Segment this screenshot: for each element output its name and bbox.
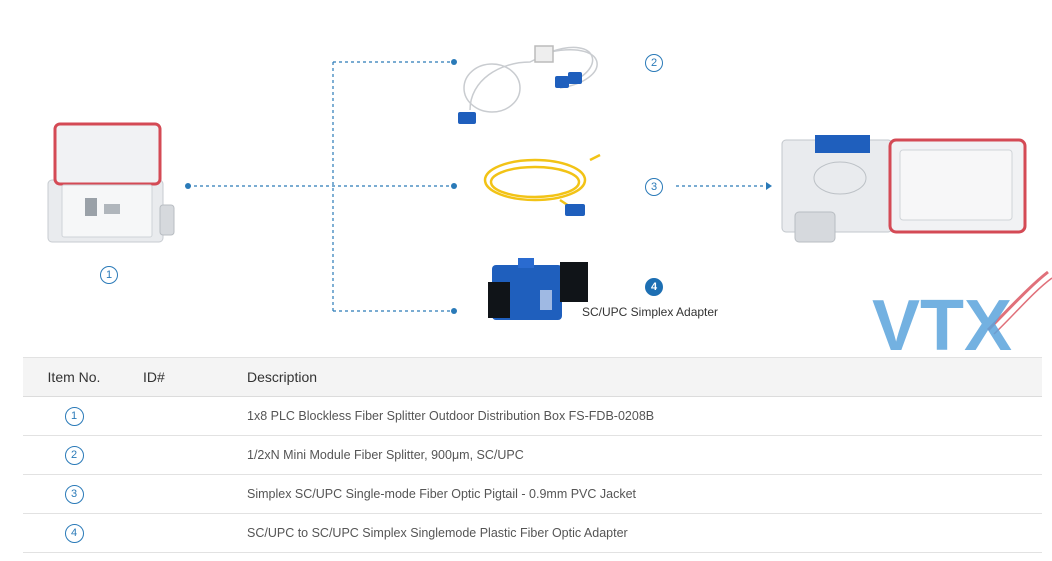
marker-1: 1 xyxy=(100,266,118,284)
item-description: SC/UPC to SC/UPC Simplex Singlemode Plas… xyxy=(247,526,628,540)
pigtail-connector-image xyxy=(565,204,585,216)
table-row: 3 Simplex SC/UPC Single-mode Fiber Optic… xyxy=(23,475,1042,514)
splitter-connectors-image xyxy=(458,72,582,124)
header-item-no: Item No. xyxy=(47,369,101,385)
item-description: Simplex SC/UPC Single-mode Fiber Optic P… xyxy=(247,487,637,501)
parts-table: Item No. ID# Description 1 1x8 PLC Block… xyxy=(23,357,1042,553)
item-number-badge: 1 xyxy=(64,406,84,426)
connector-lines xyxy=(188,61,766,312)
marker-3: 3 xyxy=(645,178,663,196)
marker-2: 2 xyxy=(645,54,663,72)
header-id: ID# xyxy=(143,369,165,385)
vtx-logo: VTX xyxy=(872,270,1052,358)
sc-adapter-image xyxy=(488,258,588,320)
item-description: 1/2xN Mini Module Fiber Splitter, 900μm,… xyxy=(247,448,524,462)
connection-diagram: 1 2 3 4 SC/UPC Simplex Adapter VTX xyxy=(47,45,1052,358)
table-header: Item No. ID# Description xyxy=(23,357,1042,397)
item-description: 1x8 PLC Blockless Fiber Splitter Outdoor… xyxy=(247,409,655,423)
table-row: 4 SC/UPC to SC/UPC Simplex Singlemode Pl… xyxy=(23,514,1042,553)
item-number-badge: 3 xyxy=(64,484,84,504)
diagram-canvas xyxy=(47,45,1027,320)
marker-4: 4 xyxy=(645,278,663,296)
item-number-badge: 2 xyxy=(64,445,84,465)
svg-text:VTX: VTX xyxy=(872,286,1012,358)
distribution-box-open-image xyxy=(781,135,1027,243)
table-row: 1 1x8 PLC Blockless Fiber Splitter Outdo… xyxy=(23,397,1042,436)
item-number-badge: 4 xyxy=(64,523,84,543)
table-row: 2 1/2xN Mini Module Fiber Splitter, 900μ… xyxy=(23,436,1042,475)
distribution-box-closed-image xyxy=(47,122,175,243)
connector-dots xyxy=(185,59,772,314)
fiber-pigtail-image xyxy=(483,153,601,212)
header-description: Description xyxy=(247,369,318,385)
adapter-caption: SC/UPC Simplex Adapter xyxy=(582,305,719,319)
